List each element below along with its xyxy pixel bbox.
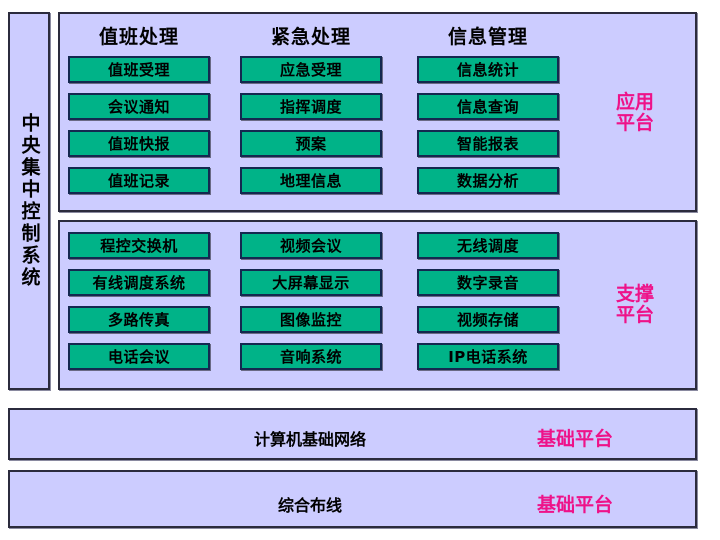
module-button[interactable]: 有线调度系统 bbox=[68, 269, 210, 296]
column-header-information-management: 信息管理 bbox=[447, 26, 528, 48]
sidebar-central-control-system: 中央集中控制系统 bbox=[8, 12, 50, 390]
module-button[interactable]: 图像监控 bbox=[240, 306, 382, 333]
module-button[interactable]: 值班受理 bbox=[68, 56, 210, 83]
module-button[interactable]: 智能报表 bbox=[417, 130, 559, 157]
module-button[interactable]: 视频会议 bbox=[240, 232, 382, 259]
module-button[interactable]: 数据分析 bbox=[417, 167, 559, 194]
module-button[interactable]: 会议通知 bbox=[68, 93, 210, 120]
base-platform-network-bar: 计算机基础网络 基础平台 bbox=[8, 408, 697, 460]
module-button[interactable]: 视频存储 bbox=[417, 306, 559, 333]
column-header-emergency-handling: 紧急处理 bbox=[270, 26, 351, 48]
module-button[interactable]: 多路传真 bbox=[68, 306, 210, 333]
module-button[interactable]: 程控交换机 bbox=[68, 232, 210, 259]
module-button[interactable]: 指挥调度 bbox=[240, 93, 382, 120]
base-platform-cabling-bar: 综合布线 基础平台 bbox=[8, 470, 697, 528]
module-button[interactable]: 无线调度 bbox=[417, 232, 559, 259]
module-button[interactable]: 大屏幕显示 bbox=[240, 269, 382, 296]
module-button[interactable]: 信息查询 bbox=[417, 93, 559, 120]
module-button[interactable]: 电话会议 bbox=[68, 343, 210, 370]
application-column-headers: 值班处理 紧急处理 信息管理 bbox=[60, 22, 695, 52]
base-platform-tag: 基础平台 bbox=[536, 428, 613, 450]
module-button[interactable]: 信息统计 bbox=[417, 56, 559, 83]
module-button[interactable]: 音响系统 bbox=[240, 343, 382, 370]
support-platform-panel: 程控交换机 有线调度系统 多路传真 电话会议 视频会议 大屏幕显示 图像监控 音… bbox=[58, 220, 697, 390]
module-button[interactable]: 数字录音 bbox=[417, 269, 559, 296]
module-button[interactable]: 值班快报 bbox=[68, 130, 210, 157]
module-button[interactable]: 应急受理 bbox=[240, 56, 382, 83]
base-bar-label: 综合布线 bbox=[277, 496, 342, 515]
module-button[interactable]: 地理信息 bbox=[240, 167, 382, 194]
base-platform-tag: 基础平台 bbox=[536, 494, 613, 516]
column-header-duty-handling: 值班处理 bbox=[98, 26, 179, 48]
base-bar-label: 计算机基础网络 bbox=[253, 430, 366, 449]
support-platform-tag: 支撑 平台 bbox=[615, 283, 654, 327]
application-platform-tag: 应用 平台 bbox=[615, 91, 654, 135]
sidebar-label: 中央集中控制系统 bbox=[18, 113, 41, 289]
module-button[interactable]: 预案 bbox=[240, 130, 382, 157]
application-platform-panel: 值班处理 紧急处理 信息管理 值班受理 会议通知 值班快报 值班记录 应急受理 … bbox=[58, 12, 697, 212]
module-button[interactable]: IP电话系统 bbox=[417, 343, 559, 370]
module-button[interactable]: 值班记录 bbox=[68, 167, 210, 194]
